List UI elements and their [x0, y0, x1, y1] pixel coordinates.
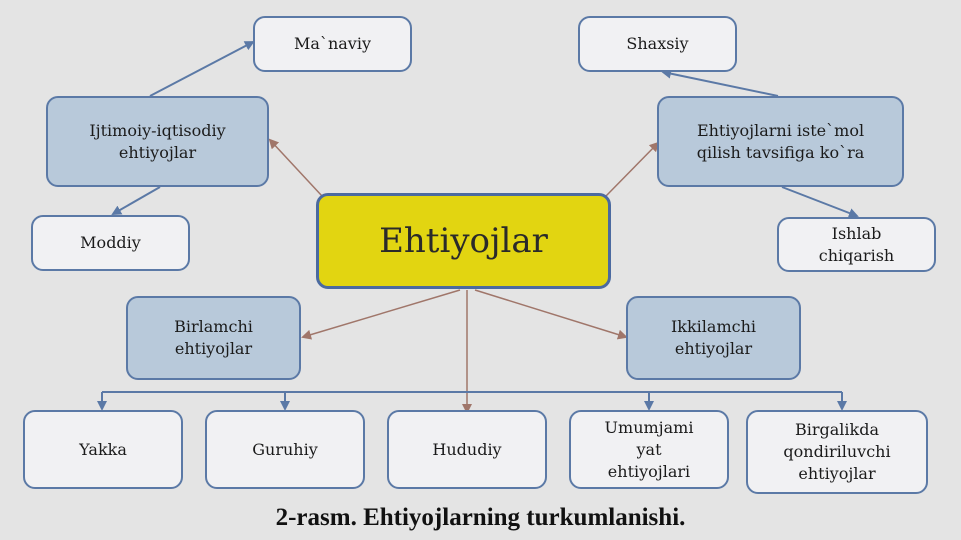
- arrow-istemol-to-ishlab: [781, 186, 859, 218]
- node-ijtimoiy-iqtisodiy: Ijtimoiy-iqtisodiy ehtiyojlar: [46, 96, 269, 187]
- node-birlamchi: Birlamchi ehtiyojlar: [126, 296, 301, 380]
- node-umumjamiyat: Umumjami yat ehtiyojlari: [569, 410, 729, 489]
- node-istemol-tavsifi: Ehtiyojlarni iste`mol qilish tavsifiga k…: [657, 96, 904, 187]
- arrow-ijtimoiy-to-manaviy: [149, 41, 255, 97]
- figure-caption: 2-rasm. Ehtiyojlarning turkumlanishi.: [275, 504, 686, 531]
- arrow-ijtimoiy-to-moddiy: [111, 186, 161, 215]
- node-hududiy: Hududiy: [387, 410, 547, 489]
- arrow-istemol-to-shaxsiy: [661, 68, 779, 97]
- arrow-center-to-ijtimoiy: [268, 138, 323, 197]
- node-guruhiy: Guruhiy: [205, 410, 365, 489]
- node-manaviy: Ma`naviy: [253, 16, 412, 72]
- node-shaxsiy: Shaxsiy: [578, 16, 737, 72]
- arrow-center-to-ikkilamchi: [474, 289, 628, 340]
- node-birgalikda: Birgalikda qondiriluvchi ehtiyojlar: [746, 410, 928, 494]
- node-ikkilamchi: Ikkilamchi ehtiyojlar: [626, 296, 801, 380]
- node-yakka: Yakka: [23, 410, 183, 489]
- center-node-ehtiyojlar: Ehtiyojlar: [316, 193, 611, 289]
- node-ishlab-chiqarish: Ishlab chiqarish: [777, 217, 936, 272]
- arrow-center-to-istemol: [605, 141, 660, 197]
- arrow-center-to-birlamchi: [301, 289, 461, 340]
- node-moddiy: Moddiy: [31, 215, 190, 271]
